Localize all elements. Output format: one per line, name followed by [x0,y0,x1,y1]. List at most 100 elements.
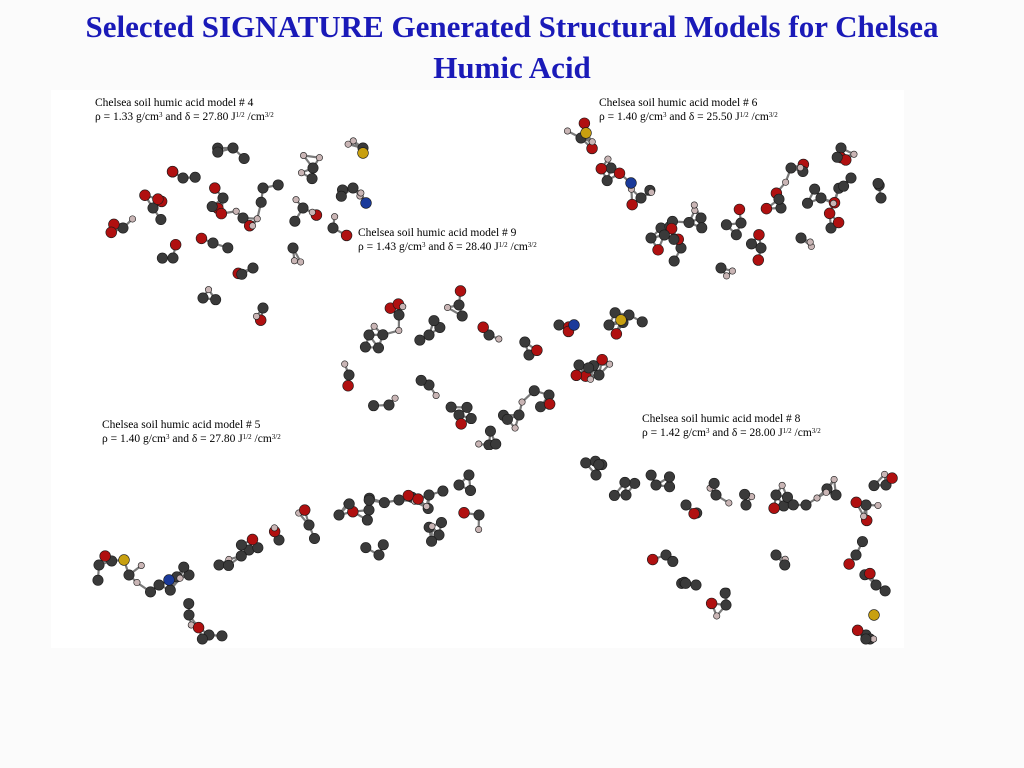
atom-oxygen [215,207,228,220]
atom-carbon [553,319,565,331]
atom-carbon [608,489,620,501]
atom-carbon [787,499,799,511]
atom-hydrogen [728,267,736,275]
molecule-model-6 [563,117,887,280]
atom-carbon [465,413,477,425]
atom-carbon [272,179,284,191]
atom-carbon [164,584,176,596]
atom-carbon [167,252,179,264]
atom-carbon [870,579,882,591]
atom-carbon [835,142,847,154]
atom-carbon [347,182,359,194]
atom-carbon [257,302,269,314]
atom-carbon [372,342,384,354]
atom-carbon [252,542,264,554]
atom-oxygen [596,353,608,366]
atom-carbon [830,489,842,501]
atom-hydrogen [341,360,349,368]
atom-hydrogen [133,579,141,587]
atom-carbon [795,232,807,244]
atom-oxygen [152,193,164,205]
atom-carbon [664,481,676,493]
atom-carbon [715,262,727,274]
atom-carbon [393,309,405,321]
atom-carbon [860,633,872,645]
atom-carbon [856,536,868,548]
atom-carbon [216,630,228,642]
atom-oxygen [832,216,845,229]
atom-hydrogen [874,501,882,509]
atom-hydrogen [205,286,213,294]
atom-oxygen [705,597,718,610]
atom-carbon [593,459,605,471]
atom-carbon [690,579,702,591]
atom-hydrogen [822,488,830,496]
atom-hydrogen [647,188,655,196]
atom-oxygen [543,398,556,410]
atom-carbon [177,172,189,184]
caption-model-4: Chelsea soil humic acid model # 4 ρ = 1.… [95,97,274,123]
atom-carbon [667,555,679,567]
atom-carbon [473,509,485,521]
atom-oxygen [139,189,151,201]
atom-oxygen [851,624,864,637]
atom-carbon [213,559,225,571]
atom-carbon [93,559,105,571]
atom-carbon [217,192,229,204]
atom-oxygen [578,117,591,129]
atom-carbon [255,196,267,208]
atom-nitrogen [360,197,372,209]
atom-carbon [237,212,249,224]
atom-carbon [463,469,475,481]
atom-carbon [343,498,355,510]
atom-hydrogen [290,257,298,265]
atom-carbon [636,316,648,328]
atom-carbon [306,173,318,185]
atom-carbon [445,401,457,413]
atom-oxygen [299,504,311,516]
molecule-model-9 [341,285,648,450]
atom-oxygen [595,163,608,175]
atom-oxygen [99,550,111,562]
atom-carbon [359,341,371,353]
atom-carbon [838,180,850,192]
atom-carbon [755,242,767,254]
atom-carbon [178,561,190,573]
atom-hydrogen [587,375,595,383]
atom-carbon [620,489,632,501]
atom-carbon [695,212,707,224]
atom-carbon [770,489,782,501]
atom-sulfur [615,314,627,326]
atom-carbon [153,579,165,591]
atom-hydrogen [252,312,260,320]
atom-hydrogen [297,169,305,177]
atom-carbon [801,197,813,209]
atom-carbon [583,362,595,374]
atom-hydrogen [399,303,407,311]
atom-oxygen [455,418,467,430]
atom-oxygen [246,533,259,546]
atom-carbon [92,574,104,586]
atom-carbon [680,577,692,589]
atom-oxygen [688,507,700,520]
caption-label: Chelsea soil humic acid model # 4 [95,97,254,109]
atom-carbon [456,310,468,322]
caption-model-9: Chelsea soil humic acid model # 9 ρ = 1.… [358,226,537,254]
atom-carbon [377,329,389,341]
atom-oxygen [665,222,678,235]
atom-oxygen [753,229,765,241]
atom-carbon [238,152,250,164]
atom-carbon [635,192,647,204]
molecule-model-4 [105,137,372,326]
atom-oxygen [652,244,664,256]
atom-carbon [708,477,720,489]
atom-carbon [603,319,615,331]
atom-carbon [235,550,247,562]
atom-carbon [668,255,680,267]
atom-hydrogen [395,327,403,335]
atom-carbon [619,476,631,488]
atom-oxygen [166,165,179,178]
atom-hydrogen [297,258,305,266]
atom-oxygen [570,369,583,381]
caption-model-5: Chelsea soil humic acid model # 5 ρ = 1.… [102,418,281,446]
